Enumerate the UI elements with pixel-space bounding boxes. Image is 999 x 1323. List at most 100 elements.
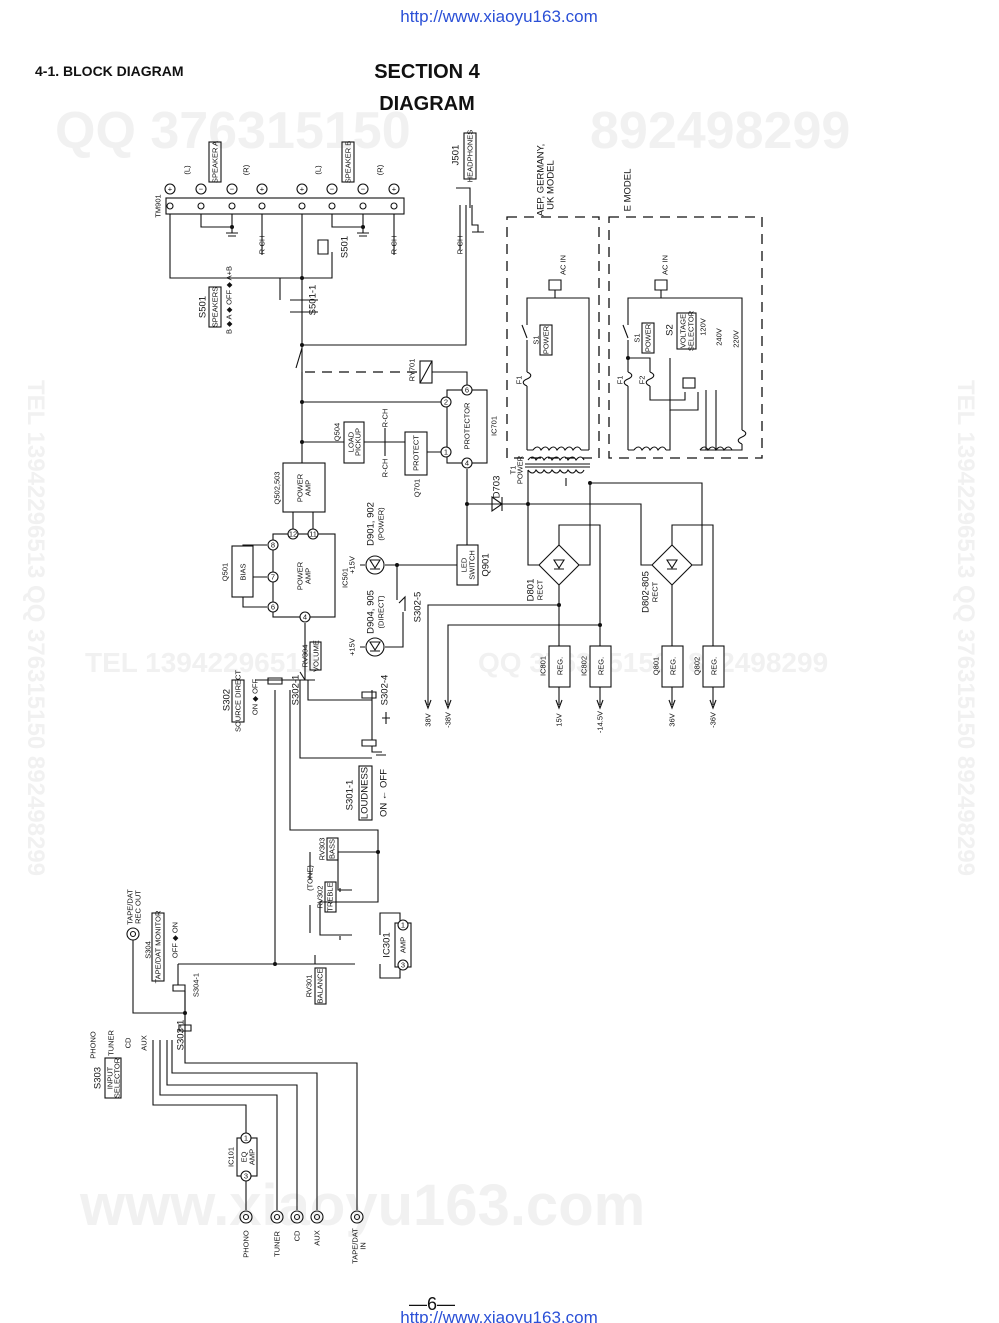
power-amp-out-label: AMP [304, 480, 313, 496]
protect-label: PROTECT [412, 435, 421, 471]
pin-label: 1 [401, 921, 405, 930]
power-switch-label: POWER [542, 325, 551, 354]
watermark-url: www.xiaoyu163.com [79, 1173, 645, 1238]
pin-label: 1 [444, 448, 448, 457]
s303-1-label: S303-1 [176, 1020, 187, 1051]
pin-label: 12 [289, 530, 297, 539]
uk-model-label: UK MODEL [546, 160, 557, 210]
watermark-tel: TEL 13942296513 [85, 647, 316, 678]
s501-positions: B ◆ A ◆ OFF ◆ A+B [225, 266, 234, 334]
amp-label: AMP [399, 937, 408, 953]
input-tuner: TUNER [273, 1231, 282, 1257]
pin-label: 6 [271, 603, 275, 612]
speaker-b-left-label: (L) [314, 165, 323, 175]
selector-phono: PHONO [89, 1031, 98, 1059]
terminal-sign: + [300, 185, 305, 194]
q801-label: Q801 [652, 657, 661, 675]
led-switch-box [456, 544, 479, 586]
ic101-label: IC101 [227, 1147, 236, 1167]
t1-label: T1 [509, 466, 518, 475]
speaker-b-right-label: (R) [376, 164, 385, 175]
aep-model-label: AEP, GERMANY, [536, 144, 547, 217]
q501-label: Q501 [221, 563, 230, 581]
q504-label: Q504 [333, 423, 342, 441]
rv302-label: RV302 [316, 886, 325, 909]
q901-label: Q901 [481, 553, 492, 576]
j501-label: J501 [451, 145, 462, 166]
ic301-label: IC301 [382, 932, 393, 957]
ic501-box [272, 533, 336, 618]
pin-label: 3 [244, 1172, 248, 1181]
speaker-b-label: SPEAKER B [344, 141, 353, 184]
rv301-label: RV301 [305, 975, 314, 998]
label-boxes [104, 132, 697, 1099]
voltage-minus-38v: -38V [444, 712, 453, 728]
voltage-minus-14-5v: -14.5V [596, 711, 605, 733]
loudness-positions: ON ← OFF [379, 769, 390, 817]
voltage-selector-label: SELECTOR [687, 310, 696, 351]
r-ch-label: R-CH [456, 236, 465, 255]
voltage-15v: 15V [555, 713, 564, 726]
ic802-label: IC802 [580, 656, 589, 676]
e-model-label: E MODEL [623, 169, 634, 212]
f1-label: F1 [515, 376, 524, 385]
terminal-sign: − [361, 185, 366, 194]
plus-15v-label: +15V [348, 556, 357, 574]
d901-sub-label: (POWER) [377, 507, 386, 541]
input-selector-label: SELECTOR [113, 1057, 122, 1098]
section-subtitle: DIAGRAM [379, 93, 475, 115]
s501-speakers-ref: S501 [198, 296, 209, 318]
f2-label: F2 [638, 376, 647, 385]
r-ch-label: R-CH [258, 236, 267, 255]
s304-1-label: S304-1 [192, 973, 201, 997]
power-amp-label: POWER [296, 561, 305, 590]
terminal-sign: − [330, 185, 335, 194]
power-switch-label: POWER [644, 323, 653, 352]
input-cd: CD [293, 1230, 302, 1241]
s302-4-label: S302-4 [380, 675, 391, 706]
volume-label: VOLUME [312, 640, 321, 672]
load-pickup-label: PICKUP [354, 428, 363, 456]
pin-circles [240, 384, 473, 1182]
terminal-sign: − [230, 185, 235, 194]
protector-label: PROTECTOR [463, 402, 472, 450]
rec-out-label: TAPE/DAT [126, 889, 135, 925]
s501-1-label: S501-1 [308, 285, 319, 316]
loudness-label: LOUDNESS [360, 767, 371, 819]
input-tape-dat-in: IN [359, 1242, 368, 1250]
s501-label: S501 [340, 236, 351, 258]
q802-label: Q802 [693, 657, 702, 675]
diagram-labels: TM901 (L) SPEAKER A (R) (L) SPEAKER B (R… [89, 130, 741, 1264]
d904-sub-label: (DIRECT) [377, 595, 386, 628]
s1-label: S1 [532, 335, 541, 344]
tone-label: (TONE) [306, 865, 315, 891]
ry701-label: RY701 [408, 359, 417, 382]
selector-cd: CD [124, 1037, 133, 1048]
voltage-36v: 36V [668, 713, 677, 726]
watermark-number: 892498299 [590, 102, 850, 160]
eq-amp-label: AMP [248, 1149, 257, 1165]
watermarks: QQ 376315150 892498299 TEL 13942296513 Q… [22, 102, 979, 1238]
s303-label: S303 [93, 1067, 104, 1089]
terminal-sign: + [392, 185, 397, 194]
ic802-reg-box [589, 645, 612, 688]
q701-label: Q701 [413, 479, 422, 497]
watermark-qq-mid: QQ 376315150 [478, 647, 670, 678]
r-ch-label: R-CH [381, 459, 390, 478]
pin-label: 4 [465, 459, 469, 468]
pin-label: 11 [309, 530, 317, 539]
tm901-terminal-strip [165, 197, 405, 215]
input-jacks [239, 1210, 364, 1224]
pin-label: 7 [271, 573, 275, 582]
ac-in-label: AC IN [559, 255, 568, 275]
rv303-label: RV303 [318, 838, 327, 861]
url-top: http://www.xiaoyu163.com [400, 7, 597, 26]
speaker-a-right-label: (R) [242, 164, 251, 175]
power-amp-label: AMP [304, 568, 313, 584]
d802-805-label: D802-805 [641, 571, 652, 613]
input-tape-dat: TAPE/DAT [351, 1228, 360, 1264]
speaker-a-left-label: (L) [183, 165, 192, 175]
power-amp-out-label: POWER [296, 473, 305, 502]
pin-label: 1 [244, 1134, 248, 1143]
